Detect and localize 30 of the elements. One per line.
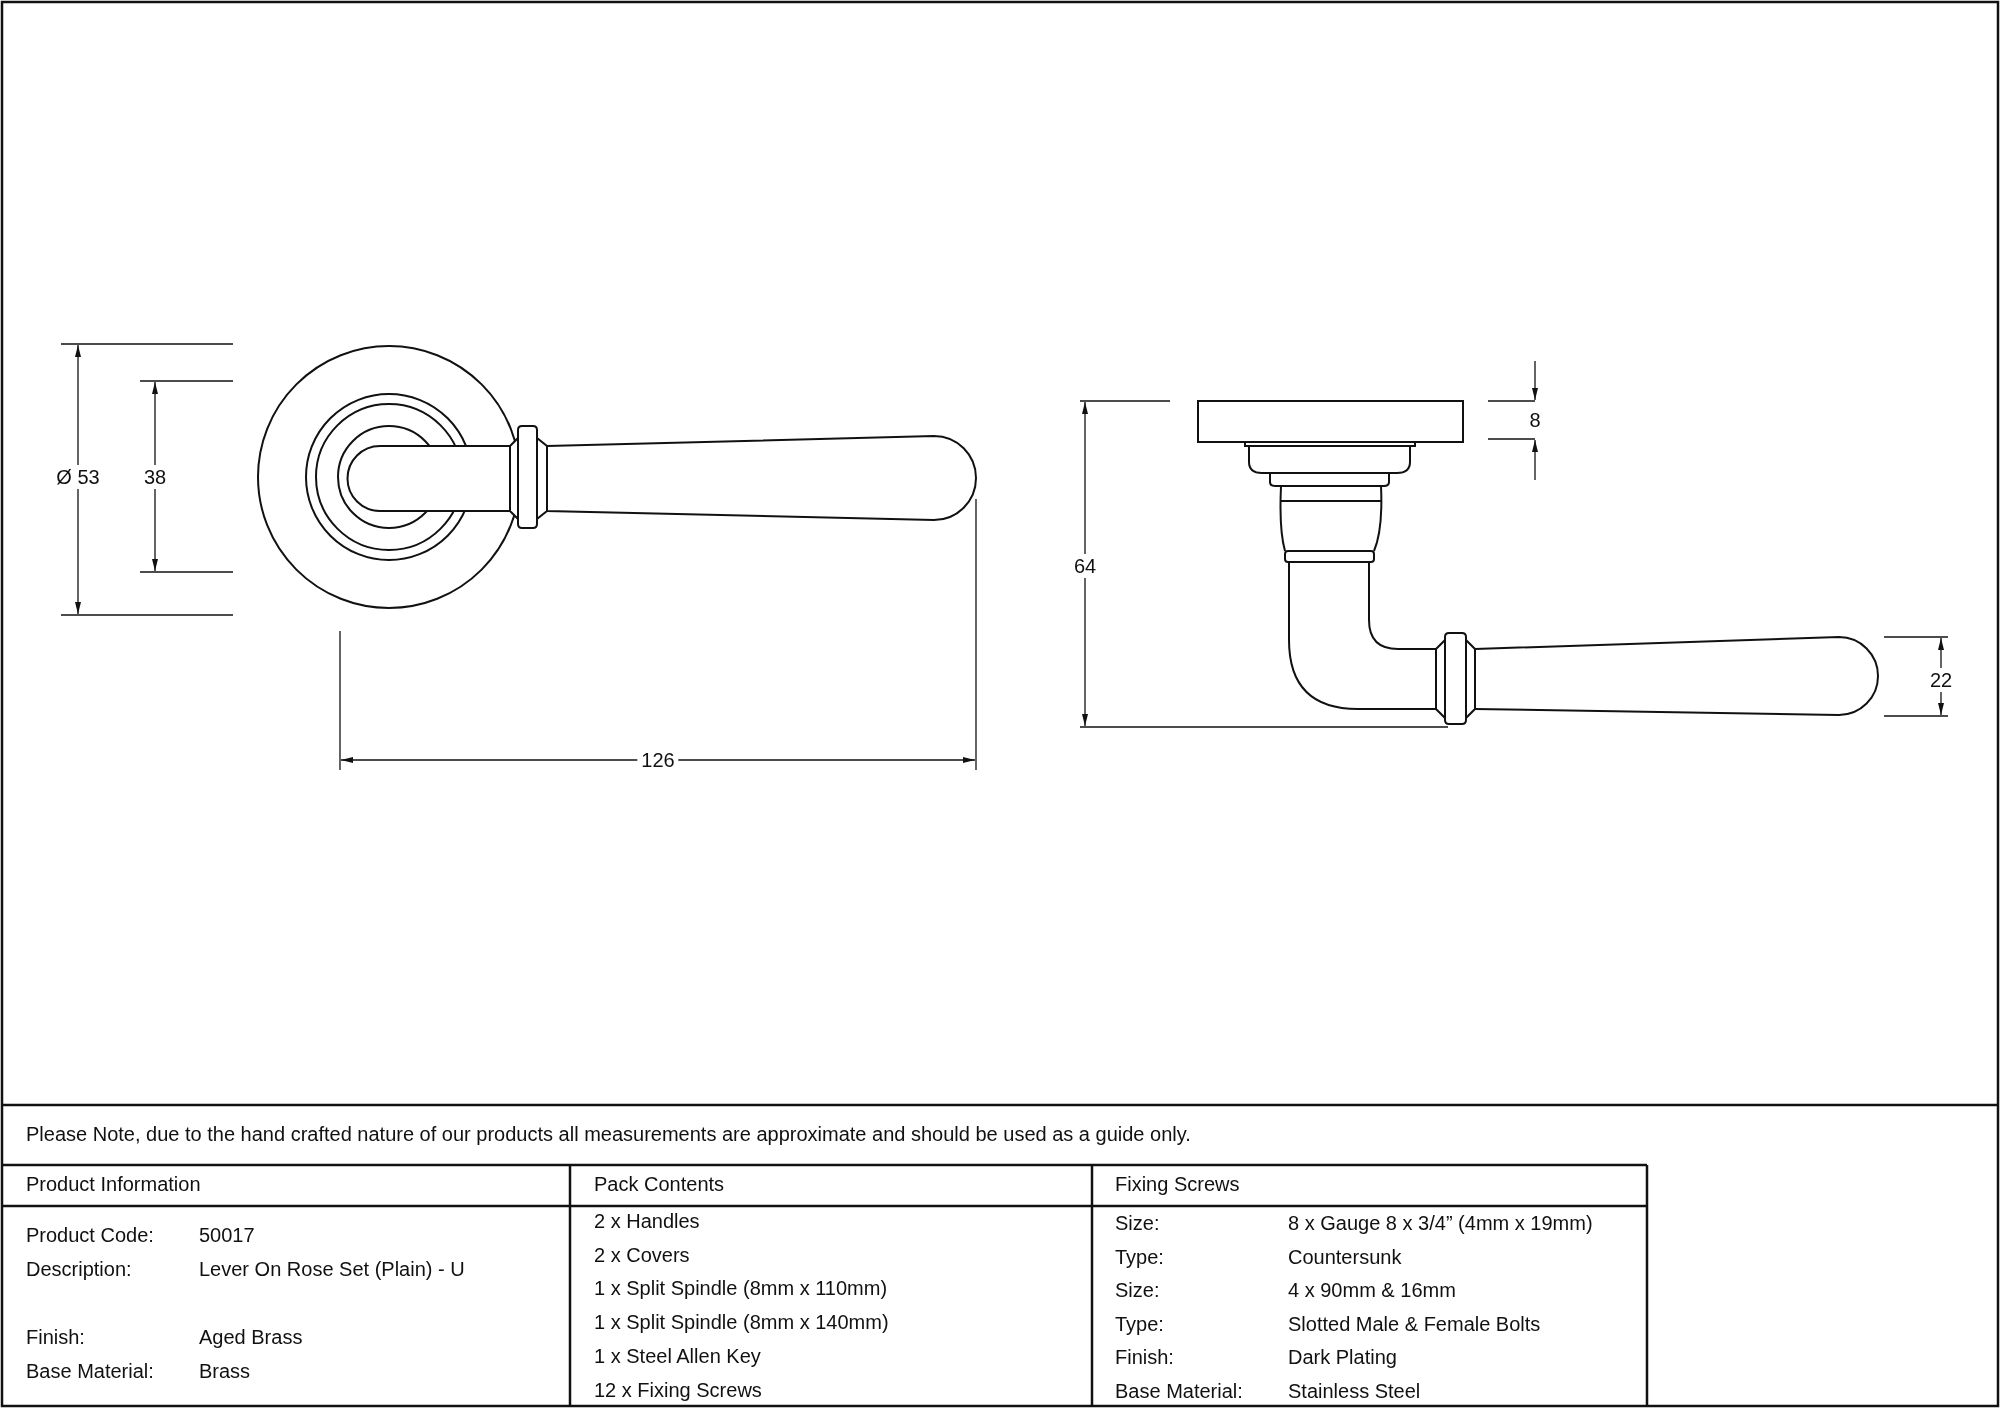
- field-value: 50017: [199, 1223, 255, 1247]
- field-label: Base Material:: [26, 1359, 154, 1383]
- field-value: Slotted Male & Female Bolts: [1288, 1311, 1541, 1336]
- field-label: Description:: [26, 1257, 132, 1281]
- field-value: 8 x Gauge 8 x 3/4” (4mm x 19mm): [1288, 1211, 1593, 1235]
- list-item: 2 x Handles: [594, 1209, 700, 1233]
- list-item: 1 x Split Spindle (8mm x 140mm): [594, 1310, 889, 1335]
- field-value: Stainless Steel: [1288, 1379, 1421, 1403]
- list-item: 2 x Covers: [594, 1242, 690, 1267]
- field-label: Finish:: [1115, 1345, 1174, 1370]
- field-label: Size:: [1115, 1211, 1160, 1235]
- field-value: Dark Plating: [1288, 1345, 1397, 1370]
- field-label: Type:: [1115, 1244, 1164, 1269]
- field-label: Base Material:: [1115, 1379, 1243, 1403]
- list-item: 12 x Fixing Screws: [594, 1377, 762, 1402]
- field-value: Aged Brass: [199, 1325, 303, 1349]
- column-heading: Product Information: [26, 1172, 201, 1196]
- field-value: 4 x 90mm & 16mm: [1288, 1278, 1456, 1303]
- field-value: Lever On Rose Set (Plain) - U: [199, 1257, 465, 1281]
- field-label: Product Code:: [26, 1223, 154, 1247]
- note-text: Please Note, due to the hand crafted nature of our products all measurements are approximate and should be used as a guide only.: [26, 1122, 1191, 1146]
- field-label: Finish:: [26, 1325, 85, 1349]
- list-item: 1 x Steel Allen Key: [594, 1343, 761, 1368]
- column-heading: Fixing Screws: [1115, 1172, 1240, 1196]
- field-value: Countersunk: [1288, 1244, 1402, 1269]
- column-heading: Pack Contents: [594, 1172, 725, 1196]
- field-value: Brass: [199, 1359, 251, 1383]
- field-label: Size:: [1115, 1278, 1160, 1303]
- field-label: Type:: [1115, 1311, 1164, 1336]
- list-item: 1 x Split Spindle (8mm x 110mm): [594, 1276, 888, 1301]
